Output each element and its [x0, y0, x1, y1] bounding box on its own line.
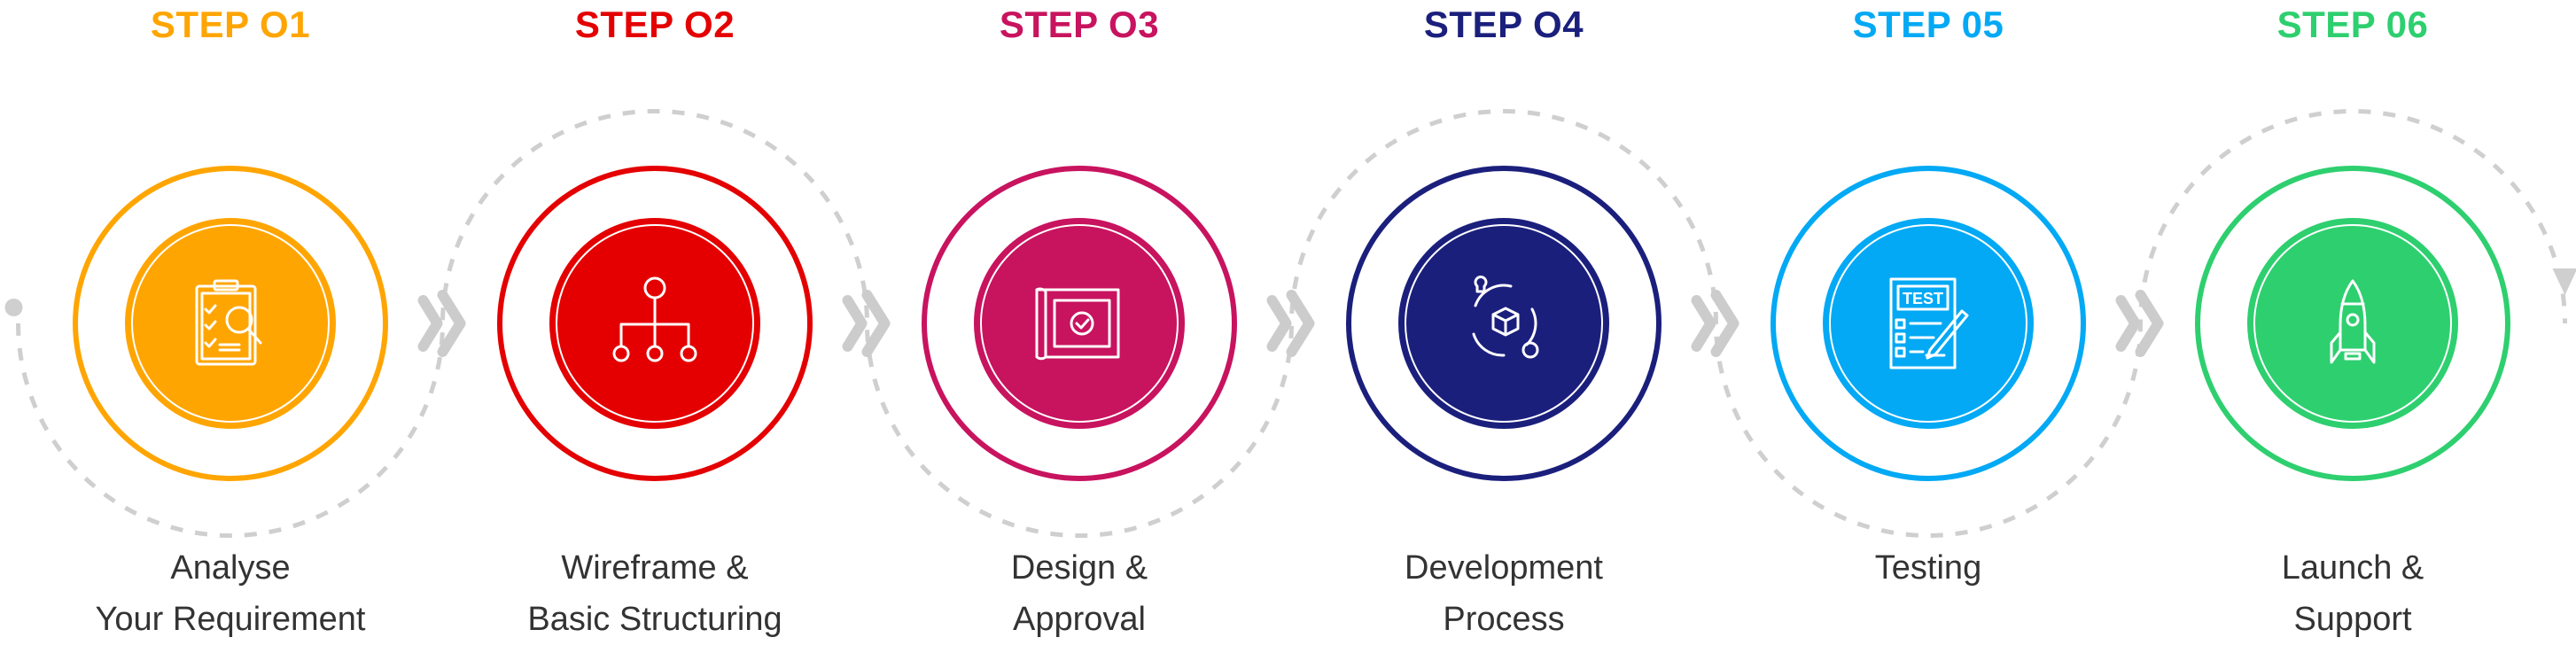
chevron-double-icon	[1691, 290, 1739, 357]
rocket-icon	[2330, 279, 2376, 364]
step-title: STEP O3	[999, 4, 1160, 45]
step-label-line1: Testing	[1874, 549, 1982, 587]
hierarchy-icon	[612, 276, 697, 362]
chevron-double-icon	[2115, 290, 2164, 357]
step-label-line2: Support	[2293, 601, 2412, 638]
step-title: STEP 05	[1852, 4, 2004, 45]
development-cycle-icon	[1472, 276, 1539, 359]
step-label-line2: Your Requirement	[95, 601, 366, 638]
step-label: Wireframe & Basic Structuring	[443, 542, 868, 645]
chevron-double-icon	[842, 290, 891, 357]
start-dot	[4, 299, 23, 316]
step-label: Testing	[1716, 542, 2141, 594]
step-3: STEP O3 Design & Approval	[868, 0, 1292, 653]
step-1: STEP O1 Analyse Your Requirement	[19, 0, 443, 653]
chevron-double-icon	[1266, 290, 1315, 357]
step-label: Analyse Your Requirement	[19, 542, 443, 645]
blueprint-approval-icon	[1035, 287, 1120, 361]
step-label-line2: Process	[1443, 601, 1565, 638]
step-6: STEP 06 Launch & Support	[2141, 0, 2565, 653]
step-label-line1: Launch &	[2281, 549, 2424, 587]
icon-badge	[125, 218, 336, 429]
step-title: STEP O2	[574, 4, 735, 45]
step-label-line2: Basic Structuring	[527, 601, 782, 638]
step-4: STEP O4 Development Process	[1292, 0, 1716, 653]
step-label: Launch & Support	[2141, 542, 2565, 645]
step-label: Development Process	[1292, 542, 1716, 645]
icon-badge	[2247, 218, 2458, 429]
step-label-line1: Wireframe &	[561, 549, 749, 587]
step-5: STEP 05 TEST Testing	[1716, 0, 2141, 653]
end-arrow-icon	[2552, 268, 2576, 295]
svg-text:TEST: TEST	[1903, 290, 1943, 307]
step-label-line1: Development	[1405, 549, 1603, 587]
step-2: STEP O2 Wireframe & Basic Structuring	[443, 0, 868, 653]
icon-badge	[974, 218, 1185, 429]
step-label-line1: Design &	[1010, 549, 1148, 587]
step-title: STEP O4	[1423, 4, 1584, 45]
step-label-line1: Analyse	[170, 549, 291, 587]
step-title: STEP O1	[150, 4, 311, 45]
test-sheet-icon: TEST	[1889, 277, 1969, 369]
chevron-double-icon	[417, 290, 466, 357]
step-title: STEP 06	[2276, 4, 2429, 45]
icon-badge	[1398, 218, 1609, 429]
clipboard-search-icon	[195, 279, 262, 366]
step-label-line2: Approval	[1013, 601, 1146, 638]
step-label: Design & Approval	[868, 542, 1292, 645]
